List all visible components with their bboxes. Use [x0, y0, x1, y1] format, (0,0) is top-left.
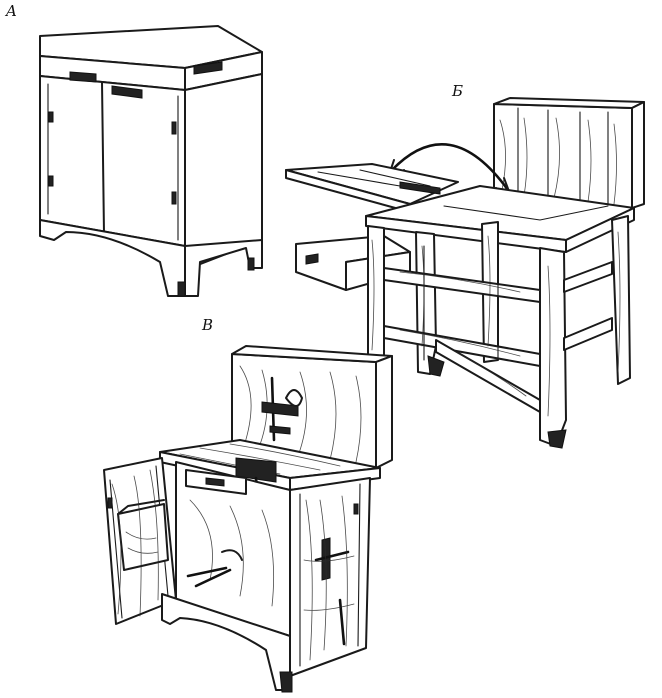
- leg-foot-icon: [177, 281, 186, 297]
- vise-icon: [235, 457, 277, 483]
- cabinet-base-side: [184, 239, 263, 297]
- figure-b-open-frame: [285, 97, 645, 449]
- hook-icon: [221, 549, 243, 561]
- hinge-icon: [107, 497, 113, 509]
- handle-right-icon: [111, 85, 143, 99]
- right-door-frame: [299, 483, 361, 667]
- label-c: В: [202, 316, 214, 334]
- hinge-icon: [171, 191, 177, 205]
- back-panel-side: [375, 355, 393, 469]
- drawer-knob-icon: [305, 253, 319, 265]
- foot-icon: [427, 355, 445, 377]
- rail: [383, 267, 541, 303]
- door-pocket: [117, 503, 169, 571]
- cabinet-base-front: [39, 219, 186, 297]
- move-arrow-icon: [390, 143, 510, 192]
- work-top-side: [289, 467, 381, 491]
- leg: [367, 225, 385, 373]
- bench-base: [161, 593, 291, 691]
- label-a: A: [6, 2, 17, 20]
- handle-side-icon: [193, 61, 223, 75]
- leg: [539, 247, 567, 447]
- figure-a-closed-cabinet: [39, 25, 263, 297]
- hinge-icon: [353, 503, 359, 515]
- leg-foot-icon: [247, 257, 255, 271]
- scissors-icon: [285, 389, 303, 407]
- tool-box-slats: [517, 107, 609, 205]
- bench-foot-icon: [279, 671, 293, 693]
- label-b: Б: [452, 82, 464, 100]
- leg: [415, 231, 437, 375]
- pliers-icon: [186, 566, 232, 588]
- handle-left-icon: [69, 71, 97, 83]
- board-lines: [317, 169, 431, 187]
- tool-box-side: [631, 101, 645, 209]
- door-edges: [47, 83, 179, 241]
- base-beam: [435, 339, 541, 413]
- board-cleat-icon: [399, 181, 441, 195]
- door-pocket-rim: [117, 499, 165, 515]
- frame-inner-rail: [443, 205, 609, 221]
- tool-clamp-icon: [261, 401, 299, 417]
- cabinet-front: [39, 75, 186, 247]
- figure-c-unfolded-workbench: [103, 345, 393, 693]
- rail: [563, 317, 613, 351]
- leg: [611, 215, 631, 385]
- bench-drawer-knob-icon: [205, 477, 225, 487]
- chisel-icon: [269, 425, 291, 435]
- hinge-icon: [48, 111, 54, 123]
- hinge-icon: [48, 175, 54, 187]
- door-split: [101, 81, 105, 235]
- foot-icon: [547, 429, 567, 449]
- hinge-icon: [171, 121, 177, 135]
- rail: [563, 261, 613, 293]
